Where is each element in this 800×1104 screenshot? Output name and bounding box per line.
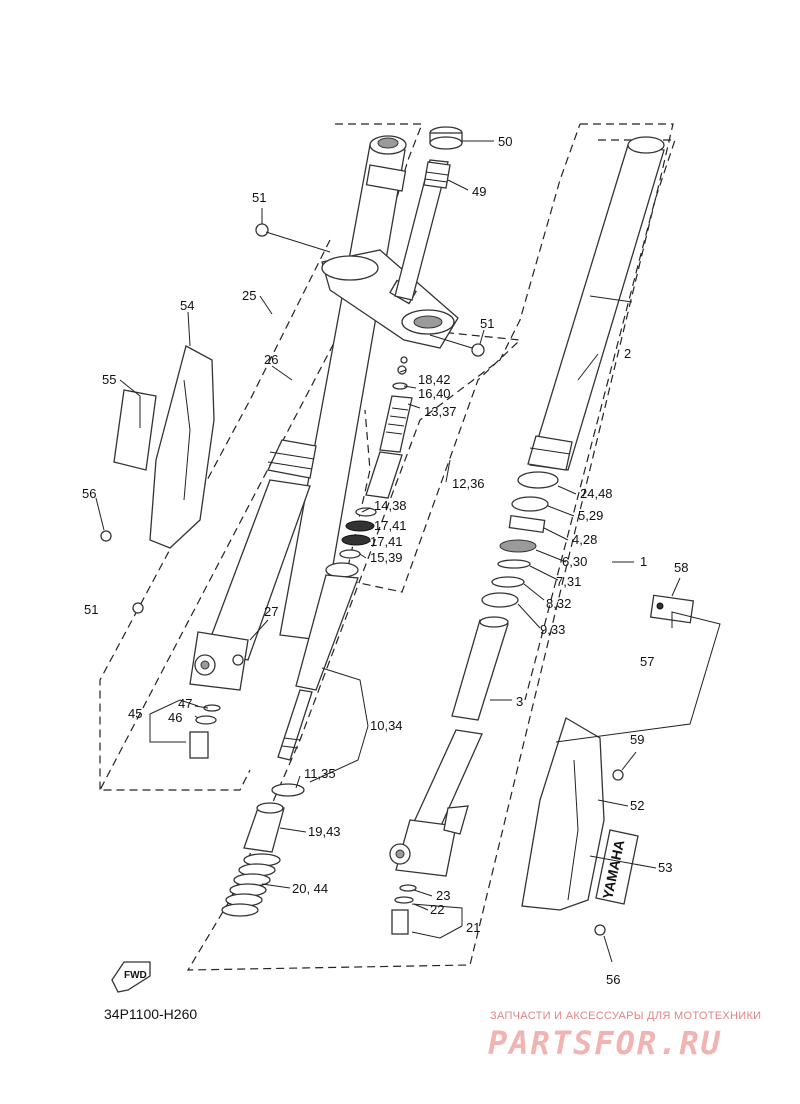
callout-59: 59 — [630, 732, 644, 747]
axle-holder-left — [189, 479, 311, 691]
callout-21: 21 — [466, 920, 480, 935]
bolt-51-lower — [132, 602, 144, 614]
bolt-51-top — [255, 223, 331, 253]
spring-guide — [243, 802, 285, 853]
fork-guard-left — [149, 345, 215, 549]
seal-stack — [481, 471, 559, 608]
callout-25: 25 — [242, 288, 256, 303]
bolt-56-right — [594, 924, 606, 936]
callout-11-35: 11,35 — [304, 766, 336, 781]
upper-bracket — [321, 249, 459, 349]
watermark-logo: PARTSFOR.RU — [488, 1024, 722, 1062]
callout-24-48: 24,48 — [580, 486, 613, 501]
callout-5-29: 5,29 — [578, 508, 603, 523]
callout-labels: 50 49 51 51 54 25 26 55 56 51 27 47 45 4… — [82, 134, 688, 987]
callout-45: 45 — [128, 706, 142, 721]
callout-1: 1 — [640, 554, 647, 569]
callout-9-33: 9,33 — [540, 622, 565, 637]
callout-4-28: 4,28 — [572, 532, 597, 547]
callout-17-41-b: 17,41 — [370, 534, 403, 549]
callout-2: 2 — [624, 346, 631, 361]
callout-26: 26 — [264, 352, 278, 367]
bolt-51-right — [429, 334, 485, 357]
callout-52: 52 — [630, 798, 644, 813]
watermark-tagline: ЗАПЧАСТИ И АКСЕССУАРЫ ДЛЯ МОТОТЕХНИКИ — [490, 1010, 762, 1022]
callout-15-39: 15,39 — [370, 550, 403, 565]
steering-stem — [394, 159, 451, 301]
steering-nut — [429, 126, 463, 150]
outer-tube-right — [413, 616, 509, 829]
assembly-outline-cartridge — [344, 329, 522, 593]
fwd-label: FWD — [124, 970, 147, 981]
axle-holder-right — [389, 805, 469, 877]
callout-54: 54 — [180, 298, 194, 313]
assembly-outline-left-inner — [99, 239, 331, 790]
callout-14-38: 14,38 — [374, 498, 407, 513]
callout-20-44: 20, 44 — [292, 881, 328, 896]
callout-51-top: 51 — [252, 190, 266, 205]
damper-rod — [277, 562, 359, 761]
callout-55: 55 — [102, 372, 116, 387]
diagram-code: 34P1100-H260 — [104, 1006, 198, 1022]
callout-51-lower: 51 — [84, 602, 98, 617]
bolt-59 — [612, 769, 624, 781]
callout-3: 3 — [516, 694, 523, 709]
callout-18-42: 18,42 — [418, 372, 451, 387]
callout-57: 57 — [640, 654, 654, 669]
damper-rod-assembly — [339, 356, 413, 559]
drain-bolt-right — [391, 884, 417, 935]
callout-46: 46 — [168, 710, 182, 725]
plate-58 — [649, 594, 695, 624]
o-ring-11 — [271, 783, 305, 797]
callout-53: 53 — [658, 860, 672, 875]
bolt-56-left — [100, 530, 112, 542]
callout-7-31: 7,31 — [556, 574, 581, 589]
fork-guard-right — [521, 717, 605, 911]
callout-6-30: 6,30 — [562, 554, 587, 569]
callout-23: 23 — [436, 888, 450, 903]
callout-16-40: 16,40 — [418, 386, 451, 401]
fwd-arrow-icon: FWD — [111, 961, 151, 993]
drain-bolt-left — [189, 704, 221, 759]
callout-51-right: 51 — [480, 316, 494, 331]
decal-53: YAMAHA — [595, 829, 639, 905]
callout-27: 27 — [264, 604, 278, 619]
callout-13-37: 13,37 — [424, 404, 457, 419]
assembly-outline-right-inner — [524, 139, 676, 701]
callout-10-34: 10,34 — [370, 718, 403, 733]
callout-58: 58 — [674, 560, 688, 575]
callout-8-32: 8,32 — [546, 596, 571, 611]
fork-spring — [221, 853, 281, 917]
callout-19-43: 19,43 — [308, 824, 341, 839]
callout-56-left: 56 — [82, 486, 96, 501]
callout-49: 49 — [472, 184, 486, 199]
callout-50: 50 — [498, 134, 512, 149]
callout-56-right: 56 — [606, 972, 620, 987]
leader-lines — [95, 140, 721, 963]
callout-12-36: 12,36 — [452, 476, 485, 491]
callout-47: 47 — [178, 696, 192, 711]
callout-17-41-a: 17,41 — [374, 518, 407, 533]
callout-22: 22 — [430, 902, 444, 917]
decal-55 — [113, 389, 157, 471]
inner-tube-right — [527, 136, 665, 471]
